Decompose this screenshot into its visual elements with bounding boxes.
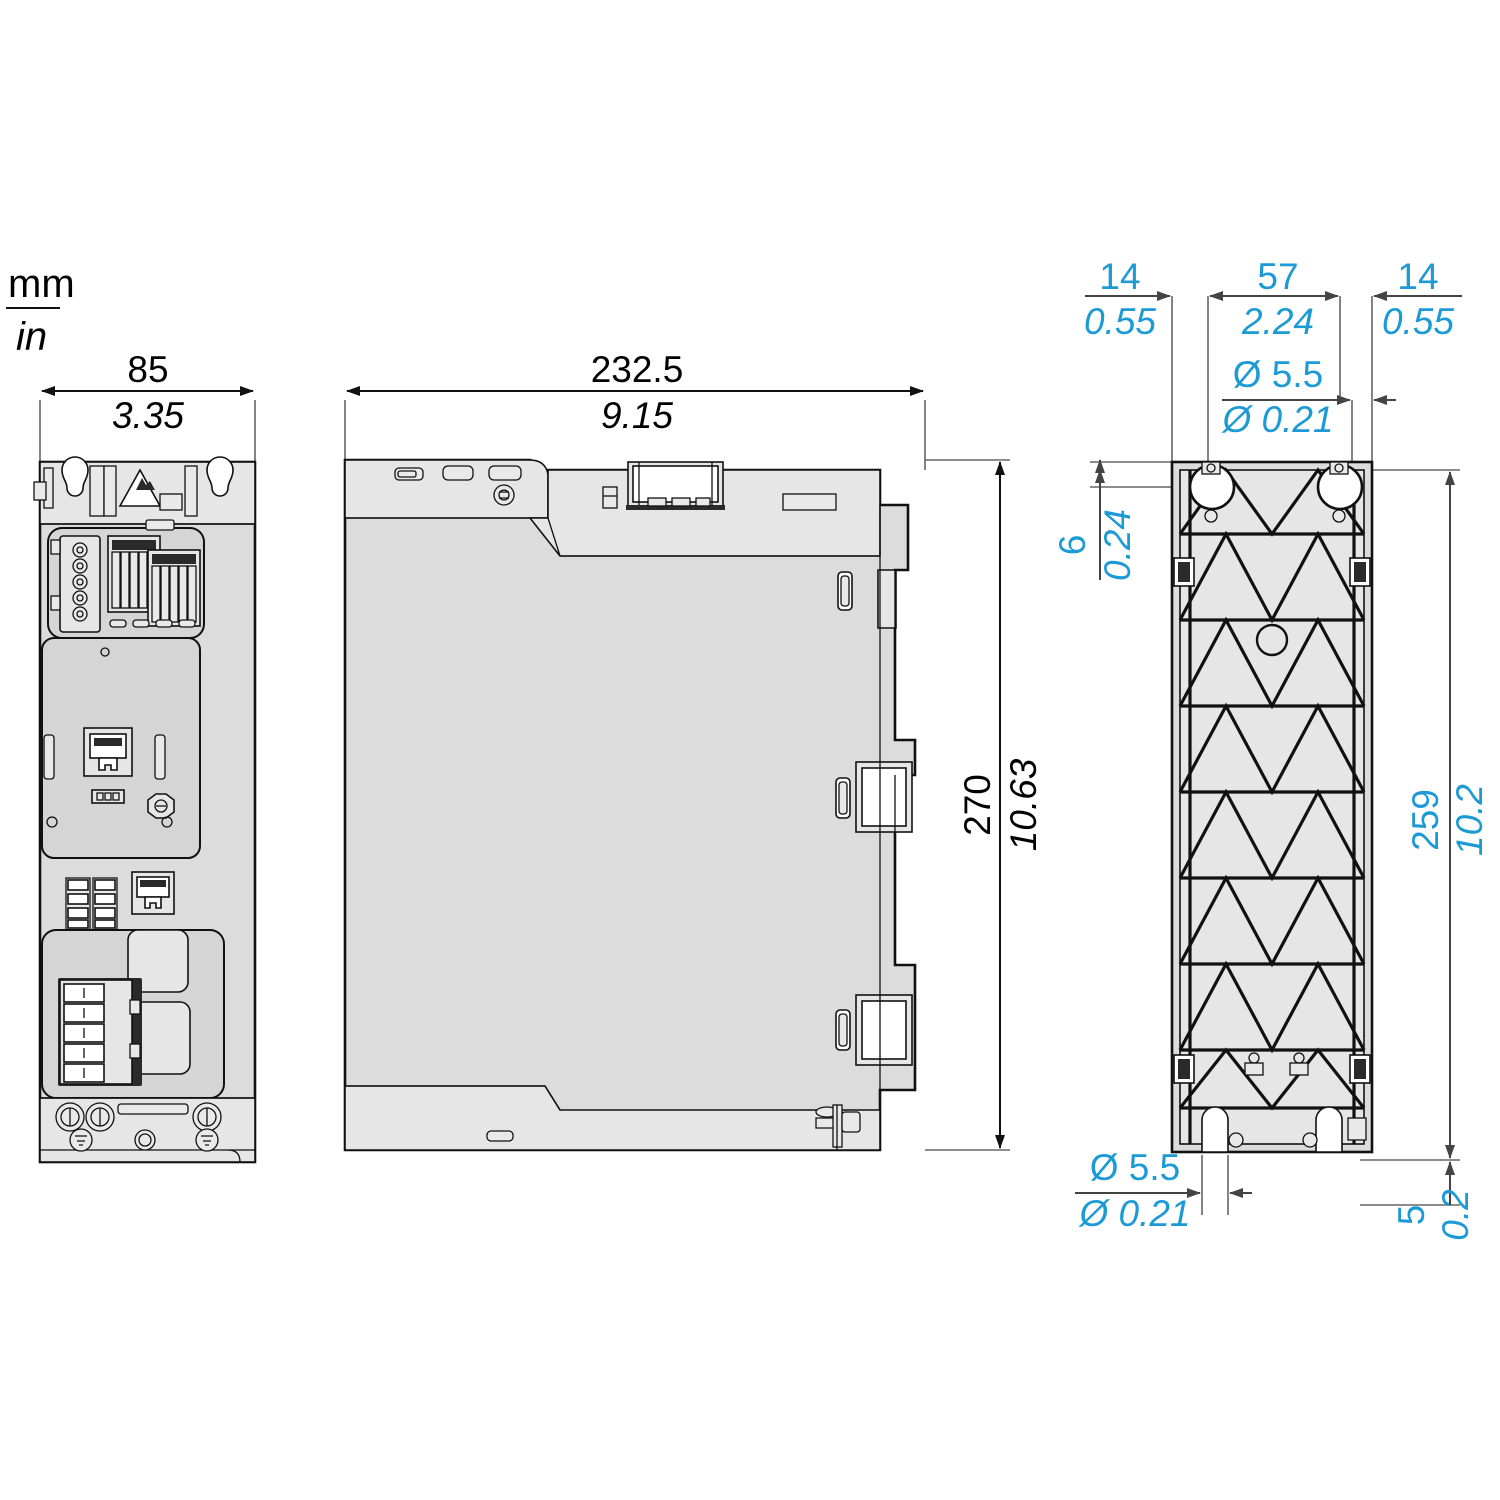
side-mount-clip-top xyxy=(837,569,897,629)
side-height-mm: 270 xyxy=(957,774,998,836)
rear-bottom-edge-slot xyxy=(1347,1117,1367,1141)
front-ethernet-port-secondary xyxy=(131,871,175,915)
side-vent-slot-3 xyxy=(488,465,522,481)
rear-inner-frame xyxy=(1179,469,1365,1145)
front-bottom-slot xyxy=(117,1103,189,1115)
unit-label-mm: mm xyxy=(8,262,75,306)
front-led-indicators xyxy=(109,619,196,628)
front-earth-symbol-2 xyxy=(195,1128,219,1152)
front-earth-symbol-1 xyxy=(69,1128,93,1152)
top-hole-offset-mm: 6 xyxy=(1052,535,1093,556)
unit-label: mm in xyxy=(6,262,75,359)
front-view: 85 3.35 xyxy=(33,349,257,1164)
side-bottom-vent xyxy=(486,1130,514,1142)
side-depth-in: 9.15 xyxy=(601,395,673,436)
front-panel-hole xyxy=(100,647,110,657)
side-vent-slot-2 xyxy=(442,465,474,481)
rear-view: 14 0.55 57 2.24 14 0.55 Ø 5.5 Ø 0.21 xyxy=(1052,256,1490,1241)
side-screw-head xyxy=(493,484,515,506)
front-io-connector-b xyxy=(147,549,201,627)
hole-diameter-top-mm: Ø 5.5 xyxy=(1233,354,1324,395)
dimension-rear-left-margin: 14 0.55 xyxy=(1084,256,1173,470)
side-depth-mm: 232.5 xyxy=(591,349,684,390)
front-rib-left-2 xyxy=(103,465,117,517)
front-ground-screw-2 xyxy=(85,1102,115,1132)
warning-triangle-icon xyxy=(118,468,162,507)
front-rib-right xyxy=(184,465,198,517)
front-rotary-selector[interactable] xyxy=(147,793,175,819)
rear-bottom-slot-right xyxy=(1302,1106,1343,1153)
rear-bottom-tab-2 xyxy=(1289,1052,1309,1076)
rear-hole-spacing-mm: 57 xyxy=(1257,256,1298,297)
hole-diameter-bottom-in: Ø 0.21 xyxy=(1077,1193,1190,1234)
top-hole-offset-in: 0.24 xyxy=(1097,509,1138,581)
front-panel-hole-3 xyxy=(161,816,173,828)
rear-keyhole-mount-right xyxy=(1316,461,1364,523)
front-middle-panel xyxy=(41,637,201,859)
front-ground-terminal-strip xyxy=(39,1097,256,1163)
side-body-outline xyxy=(343,458,917,1152)
unit-label-in: in xyxy=(16,315,47,359)
side-shield-clamp xyxy=(815,1104,861,1150)
side-top-connector-housing xyxy=(626,461,725,510)
front-side-slot-left xyxy=(43,734,55,780)
front-width-in: 3.35 xyxy=(112,395,184,436)
side-height-in: 10.63 xyxy=(1003,758,1044,851)
dimension-mount-hole-span: 259 10.2 xyxy=(1360,469,1490,1161)
front-bottom-hole xyxy=(134,1129,156,1151)
dimension-rear-right-margin: 14 0.55 xyxy=(1371,256,1462,470)
front-panel-hole-2 xyxy=(46,816,58,828)
front-keyhole-slot-left xyxy=(61,456,89,497)
dimension-bottom-hole-offset: 5 0.2 xyxy=(1360,1161,1476,1241)
front-lower-panel xyxy=(41,929,225,1099)
rear-keyhole-mount-left xyxy=(1188,461,1236,523)
front-small-tab xyxy=(159,493,183,511)
dimension-side-depth: 232.5 9.15 xyxy=(344,349,926,470)
front-dip-switch[interactable] xyxy=(91,789,125,804)
side-small-post xyxy=(602,486,618,509)
front-encoder-area xyxy=(65,871,175,931)
front-rib-left xyxy=(89,465,105,517)
front-side-slot-right xyxy=(154,734,166,780)
rear-right-margin-mm: 14 xyxy=(1397,256,1438,297)
dimension-hole-diameter-top: Ø 5.5 Ø 0.21 xyxy=(1220,354,1396,470)
rear-hole-spacing-in: 2.24 xyxy=(1241,301,1314,342)
rear-left-margin-mm: 14 xyxy=(1099,256,1140,297)
dimension-rear-hole-spacing: 57 2.24 xyxy=(1207,256,1341,470)
side-mount-clip-bottom xyxy=(835,994,913,1066)
front-keyhole-slot-right xyxy=(206,456,234,497)
front-ground-screw-1 xyxy=(55,1102,85,1132)
front-ground-screw-3 xyxy=(192,1102,222,1132)
hole-diameter-top-in: Ø 0.21 xyxy=(1220,399,1333,440)
rear-right-margin-in: 0.55 xyxy=(1382,301,1454,342)
side-mount-clip-mid xyxy=(835,761,913,833)
mount-hole-span-in: 10.2 xyxy=(1449,784,1490,856)
side-view: 232.5 9.15 270 10.63 xyxy=(343,349,1044,1152)
bottom-hole-offset-mm: 5 xyxy=(1391,1205,1432,1226)
side-flat-tab xyxy=(782,493,837,511)
rear-left-margin-in: 0.55 xyxy=(1084,301,1156,342)
bottom-hole-offset-in: 0.2 xyxy=(1435,1189,1476,1241)
front-power-terminal-block xyxy=(58,978,142,1086)
front-upper-connector-module xyxy=(47,519,205,639)
front-tab-left-2 xyxy=(33,481,47,501)
rear-bottom-slot-left xyxy=(1201,1106,1244,1153)
rear-center-hole xyxy=(1255,623,1289,657)
dimension-hole-diameter-bottom: Ø 5.5 Ø 0.21 xyxy=(1075,1147,1252,1234)
rear-bottom-tab-1 xyxy=(1244,1052,1264,1076)
mount-hole-span-mm: 259 xyxy=(1405,789,1446,851)
front-ethernet-port-main xyxy=(83,727,133,777)
dimension-side-height: 270 10.63 xyxy=(925,459,1044,1151)
front-terminal-screws xyxy=(72,542,88,622)
front-width-mm: 85 xyxy=(127,349,168,390)
dimension-front-width: 85 3.35 xyxy=(39,349,256,462)
front-cover-upper xyxy=(127,929,189,993)
dimension-top-hole-offset: 6 0.24 xyxy=(1052,459,1185,581)
hole-diameter-bottom-mm: Ø 5.5 xyxy=(1090,1147,1181,1188)
